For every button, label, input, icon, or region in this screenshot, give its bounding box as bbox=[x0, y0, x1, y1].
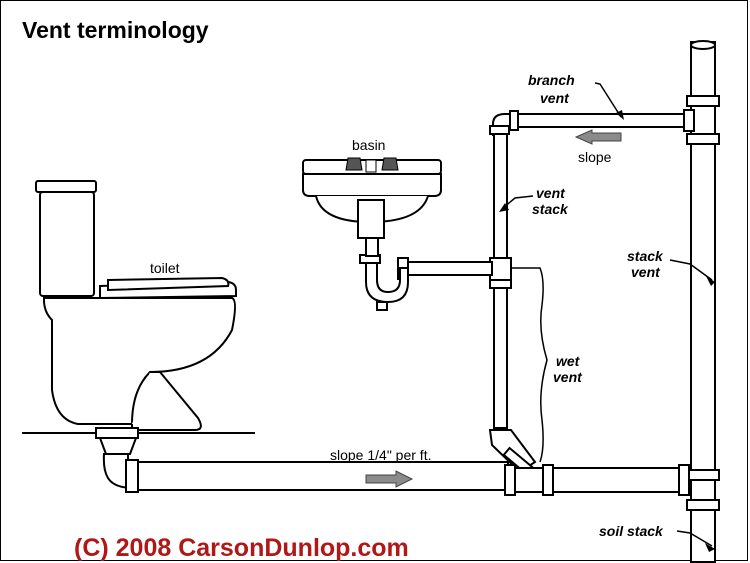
stack-vent-label-line2: vent bbox=[631, 264, 661, 280]
basin-label: basin bbox=[352, 137, 385, 153]
branch-vent-leader bbox=[594, 82, 622, 118]
wet-vent-label-line2: vent bbox=[553, 369, 583, 385]
slope-arrow-top bbox=[574, 129, 622, 145]
branch-vent-label-line2: vent bbox=[540, 90, 570, 106]
stack-vent-label-line1: stack bbox=[627, 248, 664, 264]
soil-stack-leader bbox=[676, 530, 713, 547]
stack-vent-leader bbox=[669, 259, 713, 281]
wet-vent-label-line1: wet bbox=[556, 353, 581, 369]
basin-fixture bbox=[302, 157, 442, 257]
vent-stack-label-line2: stack bbox=[532, 201, 569, 217]
wet-vent-brace bbox=[510, 267, 548, 463]
slope-label-bottom: slope 1/4" per ft. bbox=[330, 447, 431, 463]
soil-stack-label: soil stack bbox=[599, 523, 664, 539]
vent-stack-leader bbox=[502, 195, 534, 209]
copyright-text: (C) 2008 CarsonDunlop.com bbox=[74, 534, 409, 562]
slope-label-top: slope bbox=[578, 149, 612, 165]
toilet-label: toilet bbox=[150, 260, 180, 276]
building-drain-pipe bbox=[102, 453, 690, 496]
vent-stack-pipe bbox=[488, 133, 538, 479]
vent-stack-label-line1: vent bbox=[536, 185, 566, 201]
toilet-fixture bbox=[35, 180, 237, 455]
branch-vent-label-line1: branch bbox=[528, 72, 575, 88]
slope-arrow-bottom bbox=[365, 470, 414, 488]
basin-drain-arm bbox=[359, 254, 493, 311]
branch-vent-pipe bbox=[489, 109, 695, 136]
diagram-title: Vent terminology bbox=[22, 17, 209, 43]
